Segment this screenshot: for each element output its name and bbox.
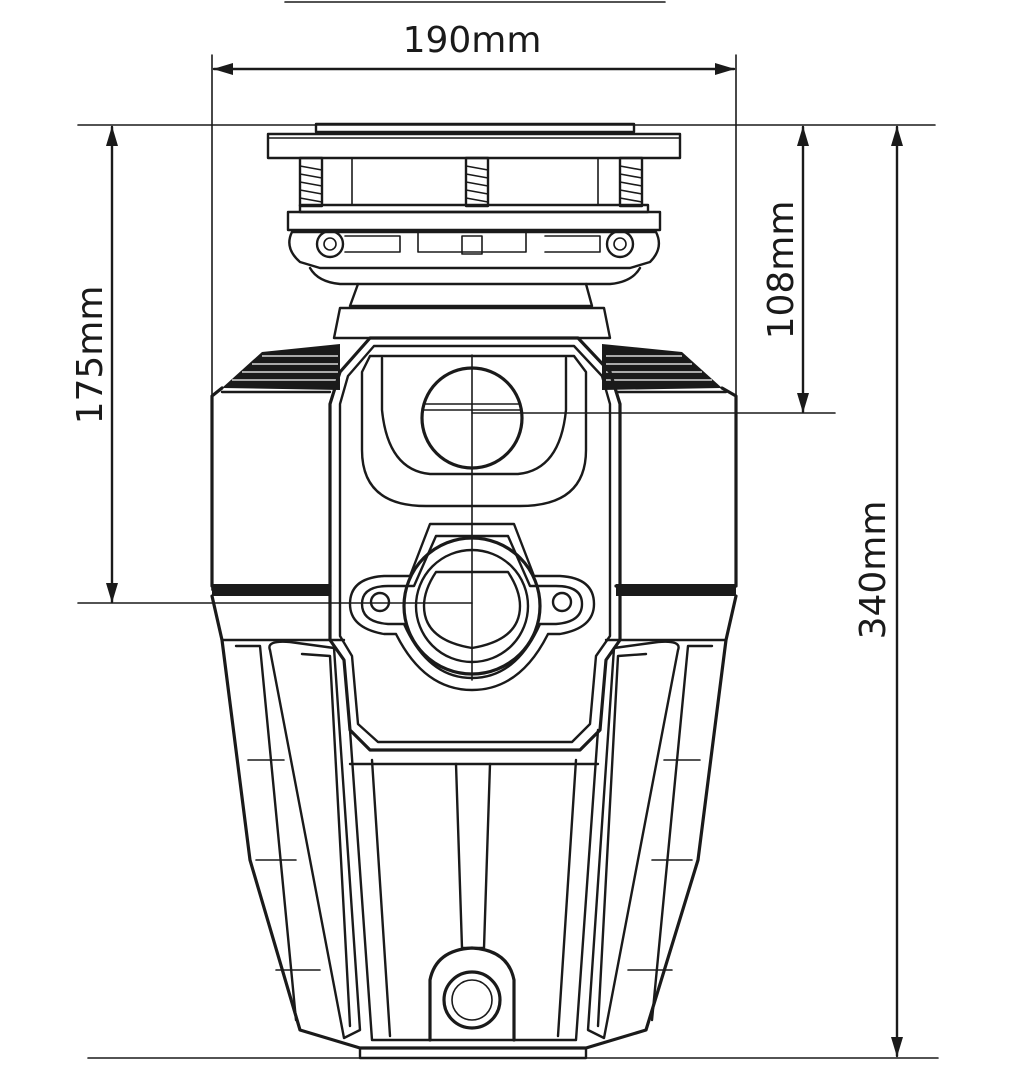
upper-housing	[210, 344, 738, 596]
disposer-unit	[210, 122, 738, 1060]
lower-housing	[210, 594, 738, 1060]
outlet-height-label: 175mm	[70, 286, 111, 425]
drain-port-icon	[442, 970, 502, 1030]
width-label: 190mm	[403, 20, 542, 61]
front-panel	[328, 336, 622, 752]
neck	[332, 282, 612, 340]
total-height-label: 340mm	[853, 501, 894, 640]
dimension-lines	[77, 1, 939, 1059]
outlet-port-icon	[402, 536, 542, 676]
mounting-flange	[266, 122, 682, 286]
dishwasher-inlet-icon	[420, 366, 524, 470]
inlet-height-label: 108mm	[761, 201, 802, 340]
